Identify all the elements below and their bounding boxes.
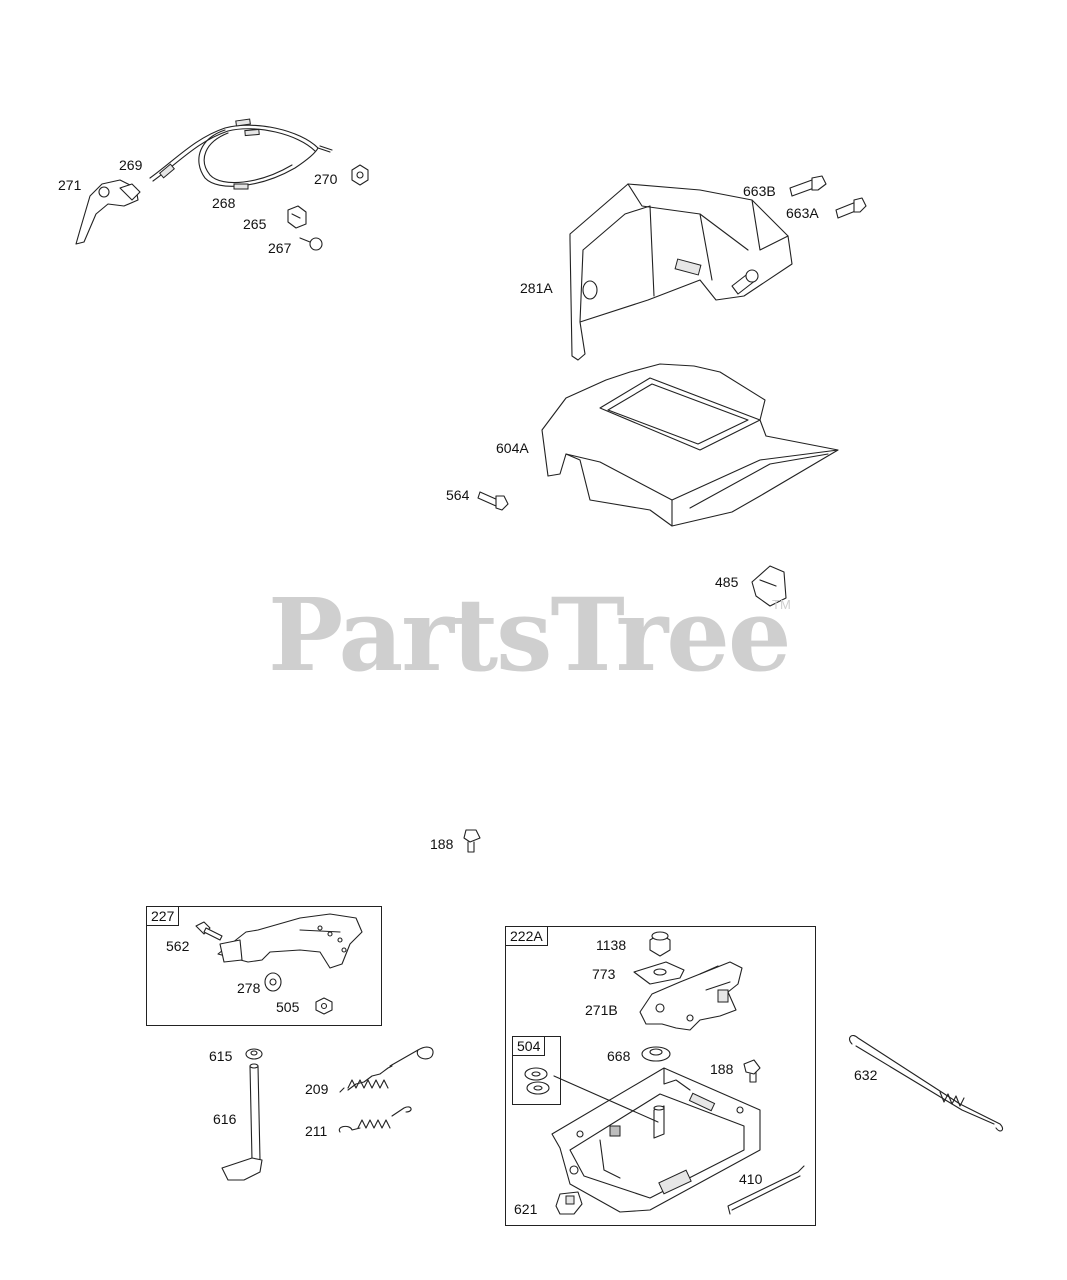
callout-270[interactable]: 270 bbox=[314, 171, 338, 187]
group-box-504: 504 bbox=[512, 1036, 561, 1105]
callout-663a[interactable]: 663A bbox=[786, 205, 819, 221]
callout-269[interactable]: 269 bbox=[119, 157, 143, 173]
nut-270-drawing bbox=[351, 164, 369, 186]
screw-562-drawing bbox=[195, 921, 223, 941]
callout-271b[interactable]: 271B bbox=[585, 1002, 618, 1018]
part-485-drawing bbox=[751, 565, 787, 607]
callout-564[interactable]: 564 bbox=[446, 487, 470, 503]
callout-188-group[interactable]: 188 bbox=[710, 1061, 734, 1077]
callout-773[interactable]: 773 bbox=[592, 966, 616, 982]
callout-663b[interactable]: 663B bbox=[743, 183, 776, 199]
callout-278[interactable]: 278 bbox=[237, 980, 261, 996]
callout-268[interactable]: 268 bbox=[212, 195, 236, 211]
bolt-188-group-drawing bbox=[743, 1059, 761, 1083]
link-410-drawing bbox=[727, 1165, 805, 1215]
callout-621[interactable]: 621 bbox=[514, 1201, 538, 1217]
screw-564-drawing bbox=[477, 491, 509, 511]
shroud-281a-drawing bbox=[569, 183, 793, 361]
nut-1138-drawing bbox=[649, 931, 671, 957]
throttle-bracket-227-drawing bbox=[217, 913, 363, 969]
washers-504-drawing bbox=[524, 1067, 550, 1095]
spring-209-drawing bbox=[339, 1046, 434, 1093]
callout-209[interactable]: 209 bbox=[305, 1081, 329, 1097]
callout-265[interactable]: 265 bbox=[243, 216, 267, 232]
callout-211[interactable]: 211 bbox=[305, 1123, 328, 1139]
callout-632[interactable]: 632 bbox=[854, 1067, 878, 1083]
watermark-text: PartsTree bbox=[268, 576, 792, 694]
callout-267[interactable]: 267 bbox=[268, 240, 292, 256]
bolt-663a-drawing bbox=[835, 197, 867, 219]
nut-505-drawing bbox=[315, 997, 333, 1015]
washer-773-drawing bbox=[633, 961, 685, 985]
group-tag-222a: 222A bbox=[505, 926, 548, 946]
callout-562[interactable]: 562 bbox=[166, 938, 190, 954]
callout-604a[interactable]: 604A bbox=[496, 440, 529, 456]
callout-616[interactable]: 616 bbox=[213, 1111, 237, 1127]
callout-615[interactable]: 615 bbox=[209, 1048, 233, 1064]
control-bracket-drawing bbox=[551, 1067, 761, 1213]
callout-410[interactable]: 410 bbox=[739, 1171, 763, 1187]
rod-632-drawing bbox=[849, 1035, 1004, 1132]
bolt-188-drawing bbox=[463, 829, 481, 853]
spring-211-drawing bbox=[338, 1106, 412, 1133]
callout-188[interactable]: 188 bbox=[430, 836, 454, 852]
clip-621-drawing bbox=[555, 1191, 583, 1215]
clip-265-drawing bbox=[287, 205, 307, 229]
washer-278-drawing bbox=[264, 972, 282, 992]
group-tag-504: 504 bbox=[512, 1036, 546, 1056]
callout-485[interactable]: 485 bbox=[715, 574, 739, 590]
washer-668-drawing bbox=[641, 1046, 671, 1062]
throttle-plate-271b-drawing bbox=[639, 961, 743, 1031]
shaft-616-drawing bbox=[221, 1063, 263, 1181]
callout-505[interactable]: 505 bbox=[276, 999, 300, 1015]
bolt-663b-drawing bbox=[789, 175, 827, 197]
watermark-trademark: TM bbox=[772, 597, 791, 612]
group-tag-227: 227 bbox=[146, 906, 180, 926]
screw-267-drawing bbox=[299, 237, 323, 251]
group-box-227: 227 bbox=[146, 906, 382, 1026]
callout-1138[interactable]: 1138 bbox=[596, 937, 627, 953]
callout-271[interactable]: 271 bbox=[58, 177, 82, 193]
callout-668[interactable]: 668 bbox=[607, 1048, 631, 1064]
throttle-lever-271-drawing bbox=[75, 179, 141, 245]
group-box-222a: 222A bbox=[505, 926, 816, 1226]
washer-615-drawing bbox=[245, 1048, 263, 1060]
cover-604a-drawing bbox=[541, 363, 839, 527]
throttle-cable-drawing bbox=[149, 118, 333, 190]
callout-281a[interactable]: 281A bbox=[520, 280, 553, 296]
